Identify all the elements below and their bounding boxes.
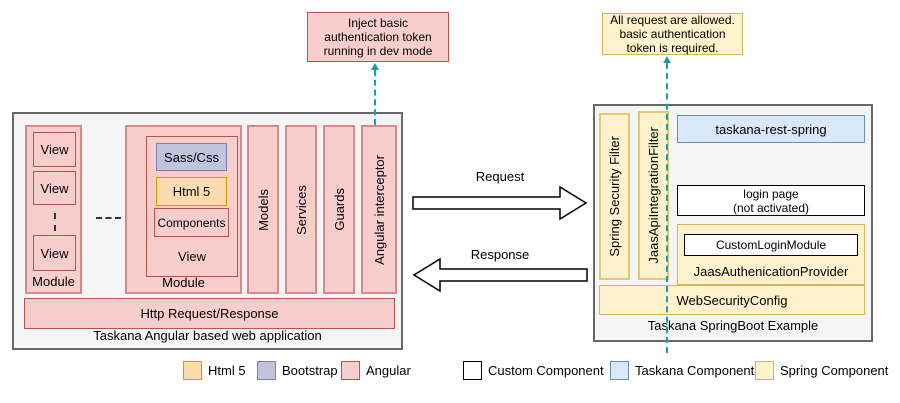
response-arrow [412, 257, 588, 293]
jaas-api-integration-filter-bar: JaasApiIntegrationFilter [638, 111, 669, 280]
request-label: Request [475, 169, 525, 184]
view-box: View [33, 132, 76, 167]
horizontal-ellipsis-icon [96, 217, 121, 219]
angular-interceptor-bar: Angular interceptor [361, 125, 397, 294]
legend-item-taskana-component: Taskana Component [610, 361, 754, 380]
web-security-config-label: WebSecurityConfig [676, 292, 788, 308]
models-label: Models [255, 188, 271, 231]
arrowhead-up-icon [663, 56, 671, 63]
legend-label: Taskana Component [635, 363, 755, 378]
login-page-label-line2: (not activated) [732, 200, 810, 215]
angular-module-1: View View View Module [25, 125, 82, 294]
legend-label: Html 5 [208, 363, 246, 378]
custom-component-swatch [463, 361, 482, 380]
legend-item-spring-component: Spring Component [755, 361, 888, 380]
view-box: View [33, 235, 76, 271]
legend-item-custom-component: Custom Component [463, 361, 604, 380]
angular-module-2: Sass/Css Html 5 Components View Module [125, 125, 242, 294]
legend-item-angular: Angular [341, 361, 411, 380]
sass-css-label: Sass/Css [164, 149, 219, 165]
dashed-connector-left [374, 70, 376, 125]
legend-item-bootstrap: Bootstrap [257, 361, 338, 380]
legend-label: Angular [366, 363, 411, 378]
spring-security-filter-bar: Spring Security Filter [599, 113, 630, 280]
taskana-rest-spring-label: taskana-rest-spring [715, 121, 827, 137]
angular-interceptor-label: Angular interceptor [371, 154, 387, 265]
view-label: View [40, 245, 69, 261]
http-request-response-label: Http Request/Response [140, 306, 279, 321]
jaas-authentication-provider-label: JaasAuthenicationProvider [693, 264, 849, 279]
springboot-title: Taskana SpringBoot Example [647, 318, 819, 333]
spring-component-swatch [755, 361, 774, 380]
html5-box: Html 5 [156, 177, 227, 206]
angular-app-container: View View View Module Sass/Css Html 5 [12, 112, 403, 350]
taskana-component-swatch [610, 361, 629, 380]
angular-app-title: Taskana Angular based web application [93, 328, 322, 343]
response-label: Response [470, 247, 530, 262]
legend-label: Custom Component [488, 363, 604, 378]
custom-login-module-label: CustomLoginModule [715, 238, 827, 252]
services-bar: Services [285, 125, 317, 294]
dashed-connector-right [666, 63, 668, 353]
module-label: Module [162, 275, 205, 290]
legend-item-html5: Html 5 [183, 361, 246, 380]
sass-css-box: Sass/Css [156, 143, 227, 171]
view-box: View [33, 171, 76, 205]
guards-bar: Guards [323, 125, 355, 294]
web-security-config-bar: WebSecurityConfig [599, 285, 865, 315]
module-label: Module [32, 274, 75, 289]
jaas-authentication-provider-box: CustomLoginModule JaasAuthenicationProvi… [677, 224, 865, 285]
guards-label: Guards [331, 188, 347, 231]
request-arrow [412, 185, 588, 221]
html5-swatch [183, 361, 202, 380]
callout-inject-token: Inject basic authentication token runnin… [307, 12, 449, 62]
bootstrap-swatch [257, 361, 276, 380]
view-container: Sass/Css Html 5 Components View [146, 136, 238, 277]
custom-login-module-box: CustomLoginModule [684, 234, 858, 256]
models-bar: Models [247, 125, 279, 294]
login-page-box: login page (not activated) [677, 185, 865, 216]
view-label: View [40, 142, 69, 157]
view-label: View [178, 249, 206, 264]
taskana-rest-spring-box: taskana-rest-spring [677, 115, 865, 143]
login-page-label-line1: login page [743, 186, 799, 201]
http-request-response-bar: Http Request/Response [24, 298, 395, 329]
components-label: Components [157, 215, 226, 230]
components-box: Components [154, 208, 229, 237]
springboot-container: Spring Security Filter JaasApiIntegratio… [593, 104, 873, 342]
html5-label: Html 5 [172, 184, 211, 199]
view-label: View [40, 180, 69, 196]
arrowhead-up-icon [371, 63, 379, 70]
callout-all-requests: All request are allowed. basic authentic… [602, 13, 743, 55]
legend-label: Bootstrap [282, 363, 338, 378]
legend-label: Spring Component [780, 363, 889, 378]
angular-swatch [341, 361, 360, 380]
services-label: Services [293, 184, 309, 235]
jaas-api-integration-filter-label: JaasApiIntegrationFilter [646, 127, 661, 264]
vertical-ellipsis-icon [54, 213, 56, 231]
spring-security-filter-label: Spring Security Filter [607, 136, 622, 257]
